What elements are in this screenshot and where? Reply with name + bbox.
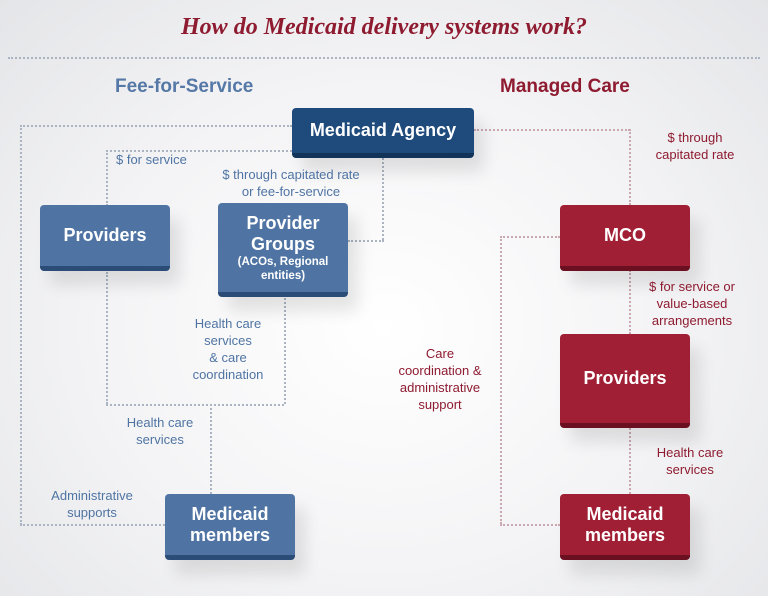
mc-value-based-line1: $ for service or — [649, 279, 735, 294]
connector-agency-left — [20, 125, 292, 127]
provider-groups-node: Provider Groups (ACOs, Regional entities… — [218, 203, 348, 297]
ffs-members-line1: Medicaid — [191, 503, 269, 524]
mco-label: MCO — [604, 225, 646, 245]
mc-care-coord-line1: Care — [425, 346, 455, 361]
mc-health-care-line2: services — [666, 462, 714, 477]
ffs-members-line2: members — [189, 524, 271, 545]
connector-groups-members — [210, 404, 284, 406]
connector-providers-top — [106, 150, 108, 206]
provider-groups-subtitle: (ACOs, Regional entities) — [237, 255, 329, 282]
ffs-health-care-line2: services — [136, 432, 184, 447]
provider-groups-line2: Groups — [250, 233, 315, 254]
mc-health-care-line1: Health care — [656, 445, 724, 460]
mc-capitated-line1: $ through — [667, 130, 723, 145]
service-payment-label: $ for service — [116, 152, 187, 167]
connector-providers-members — [629, 428, 631, 494]
medicaid-agency-node: Medicaid Agency — [292, 108, 474, 158]
medicaid-agency-label: Medicaid Agency — [309, 120, 457, 140]
ffs-health-care-label: Health care services — [110, 414, 210, 448]
health-care-coordination-label: Health care services & care coordination — [176, 315, 280, 383]
managed-care-heading: Managed Care — [500, 76, 630, 97]
connector-mc-outer — [500, 236, 502, 524]
health-care-coord-line3: & care — [209, 350, 247, 365]
mc-capitated-line2: capitated rate — [655, 147, 735, 162]
admin-supports-line2: supports — [67, 505, 117, 520]
mc-value-based-label: $ for service or value-based arrangement… — [636, 278, 748, 329]
connector-service-payment — [106, 150, 292, 152]
diagram-title: How do Medicaid delivery systems work? — [181, 14, 587, 40]
mc-care-coord-line3: administrative — [399, 380, 481, 395]
title-divider — [8, 57, 760, 59]
connector-mc-members — [500, 524, 560, 526]
mc-capitated-label: $ through capitated rate — [640, 129, 750, 163]
connector-groups-right — [348, 240, 384, 242]
connector-admin-bottom — [20, 524, 165, 526]
mc-value-based-line2: value-based — [656, 296, 728, 311]
capitated-or-ffs-line2: or fee-for-service — [241, 184, 341, 199]
connector-capitated — [629, 129, 631, 205]
ffs-providers-node: Providers — [40, 205, 170, 271]
connector-providers-down — [106, 272, 108, 404]
health-care-coord-line4: coordination — [192, 367, 264, 382]
mc-members-node: Medicaid members — [560, 494, 690, 560]
provider-groups-line1: Provider — [246, 212, 320, 233]
fee-for-service-heading: Fee-for-Service — [115, 76, 254, 97]
mc-providers-node: Providers — [560, 334, 690, 428]
mc-care-coord-line2: coordination & — [398, 363, 482, 378]
connector-members-up — [210, 404, 212, 494]
connector-mco-providers — [629, 270, 631, 334]
connector-agency-groups — [382, 158, 384, 240]
connector-left-outer — [20, 125, 22, 525]
mc-members-line2: members — [584, 524, 666, 545]
capitated-or-ffs-label: $ through capitated rate or fee-for-serv… — [202, 166, 380, 200]
connector-groups-down — [284, 298, 286, 404]
mc-providers-label: Providers — [583, 368, 667, 388]
admin-supports-line1: Administrative — [51, 488, 133, 503]
health-care-coord-line2: services — [204, 333, 252, 348]
ffs-members-node: Medicaid members — [165, 494, 295, 560]
ffs-providers-label: Providers — [63, 225, 147, 245]
mco-node: MCO — [560, 205, 690, 271]
mc-care-coord-line4: support — [418, 397, 462, 412]
connector-mco-left — [500, 236, 560, 238]
mc-care-coordination-label: Care coordination & administrative suppo… — [382, 345, 498, 413]
connector-agency-right — [474, 129, 630, 131]
mc-health-care-label: Health care services — [640, 444, 740, 478]
ffs-health-care-line1: Health care — [126, 415, 194, 430]
health-care-coord-line1: Health care — [194, 316, 262, 331]
connector-health-care — [106, 404, 284, 406]
administrative-supports-label: Administrative supports — [38, 487, 146, 521]
mc-value-based-line3: arrangements — [651, 313, 733, 328]
mc-members-line1: Medicaid — [586, 503, 664, 524]
capitated-or-ffs-line1: $ through capitated rate — [222, 167, 360, 182]
